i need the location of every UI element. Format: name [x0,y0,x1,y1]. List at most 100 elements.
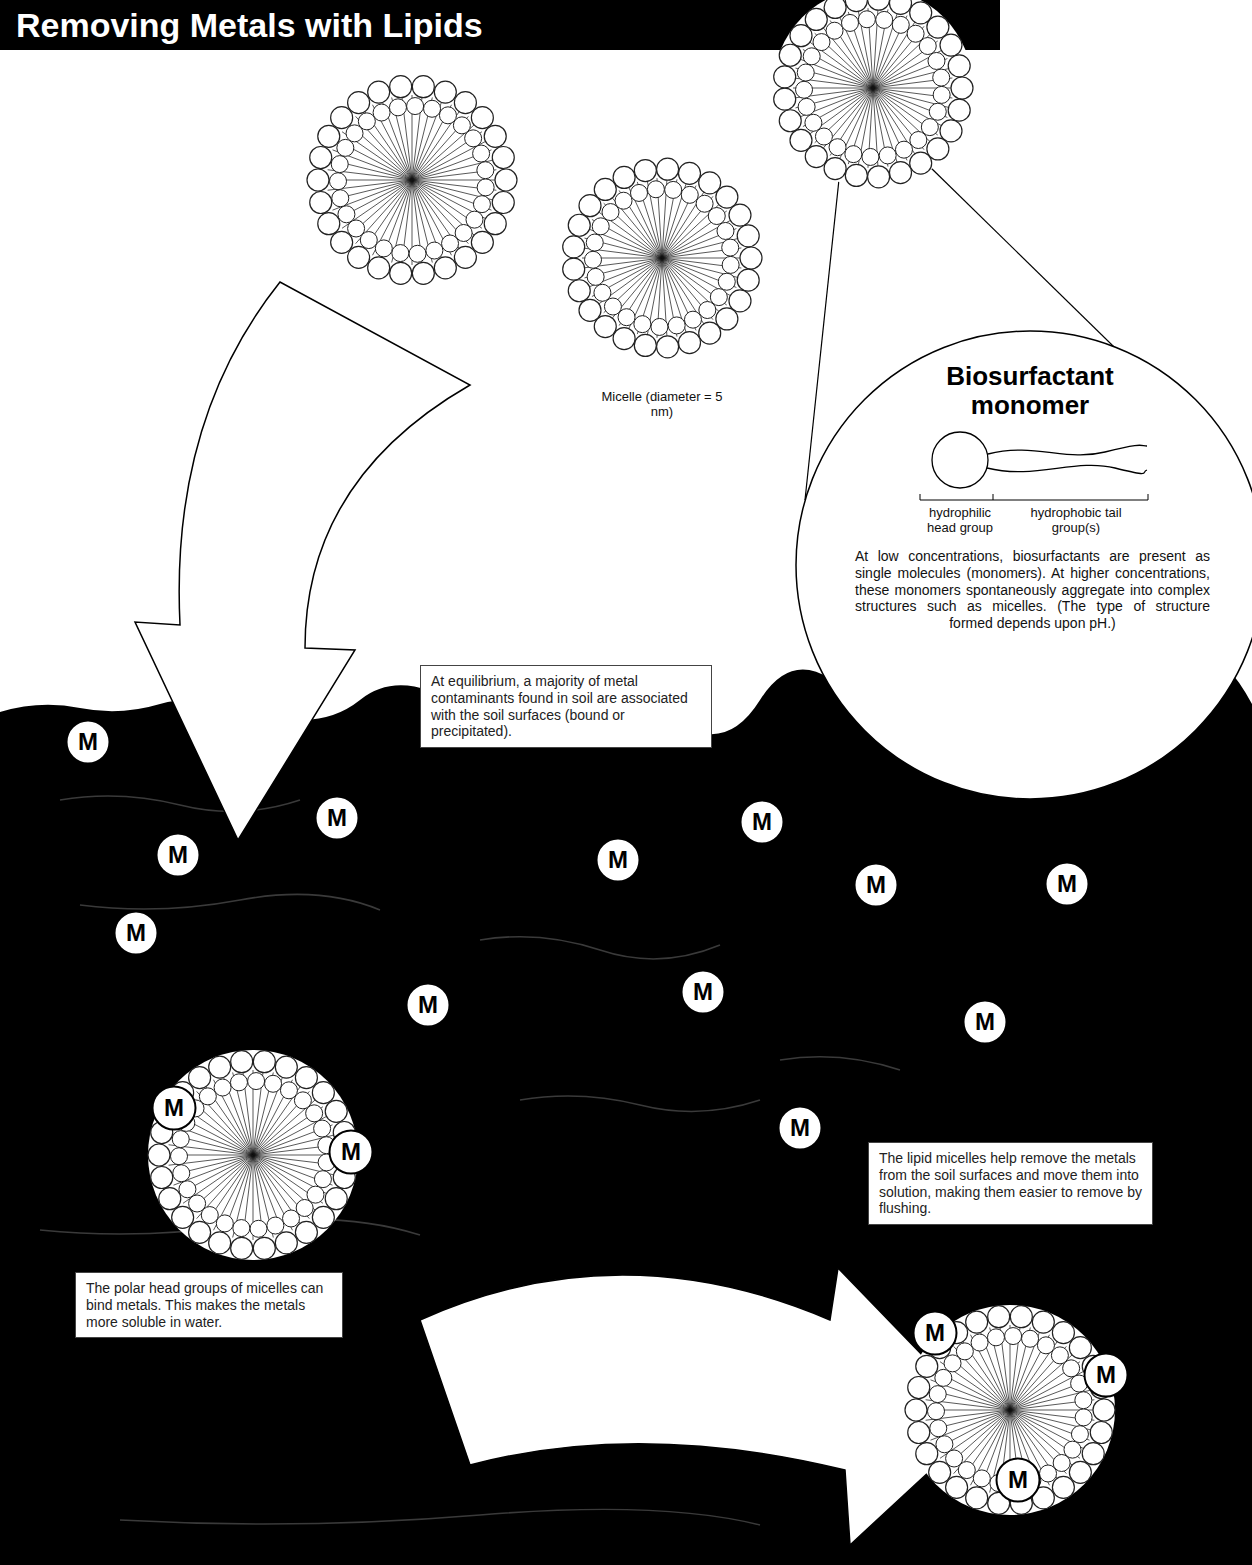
lipid-head [253,1237,275,1259]
lipid-head [845,0,867,12]
metal-symbol: M [78,730,98,754]
lipid-head [306,1105,323,1122]
lipid-head [631,184,648,201]
lipid-head [774,88,796,110]
soil-crack [520,1096,760,1111]
lipid-head [779,44,801,66]
lipid-head [805,114,822,131]
lipid-head [338,206,355,223]
title: Removing Metals with Lipids [16,4,483,46]
micelle [148,1050,358,1260]
text-box: The lipid micelles help remove the metal… [868,1142,1153,1225]
lipid-head [824,0,846,18]
lipid-head [348,246,370,268]
lipid-head [929,103,946,120]
lipid-head [148,1144,170,1166]
lipid-head [454,246,476,268]
soil-crack [80,894,380,910]
metal-circle-shape [1046,863,1089,906]
lipid-head [318,125,340,147]
tail-group-symbol [987,465,1147,473]
lipid-head [172,1206,194,1228]
lipid-head [563,258,585,280]
lipid-head [568,280,590,302]
metal-circle-shape [597,839,640,882]
metal-circle: M [151,1085,197,1131]
lipid-head [337,139,354,156]
lipid-head [910,152,932,174]
lipid-head [737,269,759,291]
lipid-head [935,1369,952,1386]
lipid-tail [970,1335,1010,1410]
lipid-head [267,1217,284,1234]
lipid-head [890,162,912,184]
lipid-head [634,316,651,333]
lipid-head [312,1206,334,1228]
lipid-head [373,104,390,121]
lipid-head [579,299,601,321]
lipid-head [708,208,725,225]
lipid-head [634,160,656,182]
lipid-head [409,245,426,262]
lipid-head [318,213,340,235]
lipid-head [1093,1399,1115,1421]
lipid-head [407,98,424,115]
lipid-head [657,158,679,180]
lipid-head [214,1079,231,1096]
micelle-ground [148,1050,358,1260]
lipid-head [283,1210,300,1227]
lipid-head [890,0,912,14]
lipid-head [295,1067,317,1089]
lipid-head [908,1421,930,1443]
lipid-head [862,148,879,165]
lipid-head [442,235,459,252]
metal-circle: M [405,982,451,1028]
metal-symbol: M [608,848,628,872]
lipid-head [815,128,832,145]
lipid-head [716,186,738,208]
metal-symbol: M [168,843,188,867]
lipid-head [248,1073,265,1090]
lipid-head [1040,1465,1057,1482]
lipid-head [586,234,603,251]
lipid-head [233,1220,250,1237]
lipid-head [265,1075,282,1092]
note-text: The polar head groups of micelles can bi… [86,1280,332,1330]
lipid-head [717,222,734,239]
lipid-head [868,166,890,188]
lipid-head [737,225,759,247]
lipid-head [330,173,347,190]
lipid-head [718,273,735,290]
callout-shape [796,331,1252,799]
lipid-head [412,76,434,98]
lipid-head [910,132,927,149]
lipid-head [375,240,392,257]
lipid-head [684,311,701,328]
metal-symbol: M [1008,1468,1028,1492]
lipid-head [189,1067,211,1089]
lipid-head [310,147,332,169]
lipid-head [159,1188,181,1210]
lipid-head [331,231,353,253]
lipid-head [151,1166,173,1188]
callout-heading: Biosurfactant monomer [900,362,1160,419]
metal-symbol: M [327,806,347,830]
lipid-head [796,81,813,98]
metal-circle-shape [997,1459,1040,1502]
lipid-head [892,16,909,33]
lipid-head [172,1131,189,1148]
lipid-head [392,245,409,262]
lipid-head [1075,1392,1092,1409]
lipid-head [368,257,390,279]
lipid-head [563,236,585,258]
lipid-head [250,1220,267,1237]
micelle-ground [773,0,973,188]
lipid-head [173,1165,190,1182]
lipid-head [1075,1409,1092,1426]
lipid-tail [412,160,495,180]
lipid-head [634,334,656,356]
lipid-head [699,302,716,319]
lipid-head [471,107,493,129]
lipid-head [1052,1476,1074,1498]
lipid-head [928,52,945,69]
